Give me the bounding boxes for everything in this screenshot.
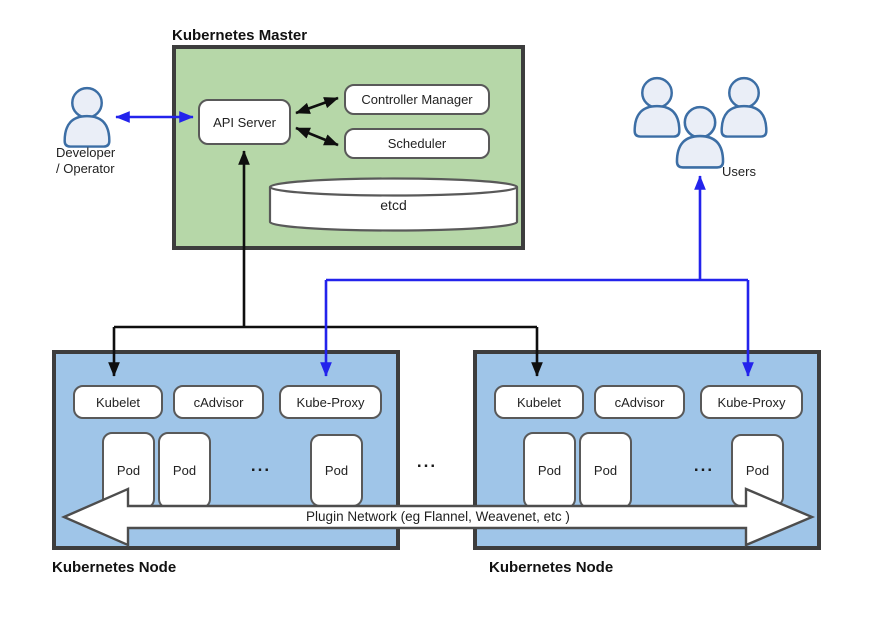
cadvisor-box: cAdvisor: [173, 385, 264, 419]
etcd-label: etcd: [380, 197, 407, 213]
pod-box: Pod: [158, 432, 211, 509]
developer-label-line2: / Operator: [56, 161, 115, 176]
cadvisor-box: cAdvisor: [594, 385, 685, 419]
users-icon: [633, 76, 768, 167]
node-title-left: Kubernetes Node: [52, 559, 177, 576]
scheduler-box: Scheduler: [344, 128, 490, 159]
kubelet-box: Kubelet: [73, 385, 163, 419]
pod-box: Pod: [731, 434, 784, 507]
developer-icon: [63, 86, 111, 148]
pod-box: Pod: [523, 432, 576, 509]
pod-box: Pod: [579, 432, 632, 509]
node-title-right: Kubernetes Node: [489, 559, 614, 576]
nodes-gap-ellipsis: ...: [416, 452, 438, 471]
pod-box: Pod: [102, 432, 155, 509]
kube-proxy-box: Kube-Proxy: [700, 385, 803, 419]
kubelet-box: Kubelet: [494, 385, 584, 419]
pods-ellipsis: ...: [693, 456, 715, 475]
controller-manager-box: Controller Manager: [344, 84, 490, 115]
pods-ellipsis: ...: [250, 456, 272, 475]
kube-proxy-box: Kube-Proxy: [279, 385, 382, 419]
api-server-box: API Server: [198, 99, 291, 145]
plugin-network-label: Plugin Network (eg Flannel, Weavenet, et…: [306, 509, 570, 524]
users-label: Users: [722, 164, 756, 179]
pod-box: Pod: [310, 434, 363, 507]
developer-label-line1: Developer: [56, 145, 116, 160]
master-title: Kubernetes Master: [172, 27, 308, 44]
